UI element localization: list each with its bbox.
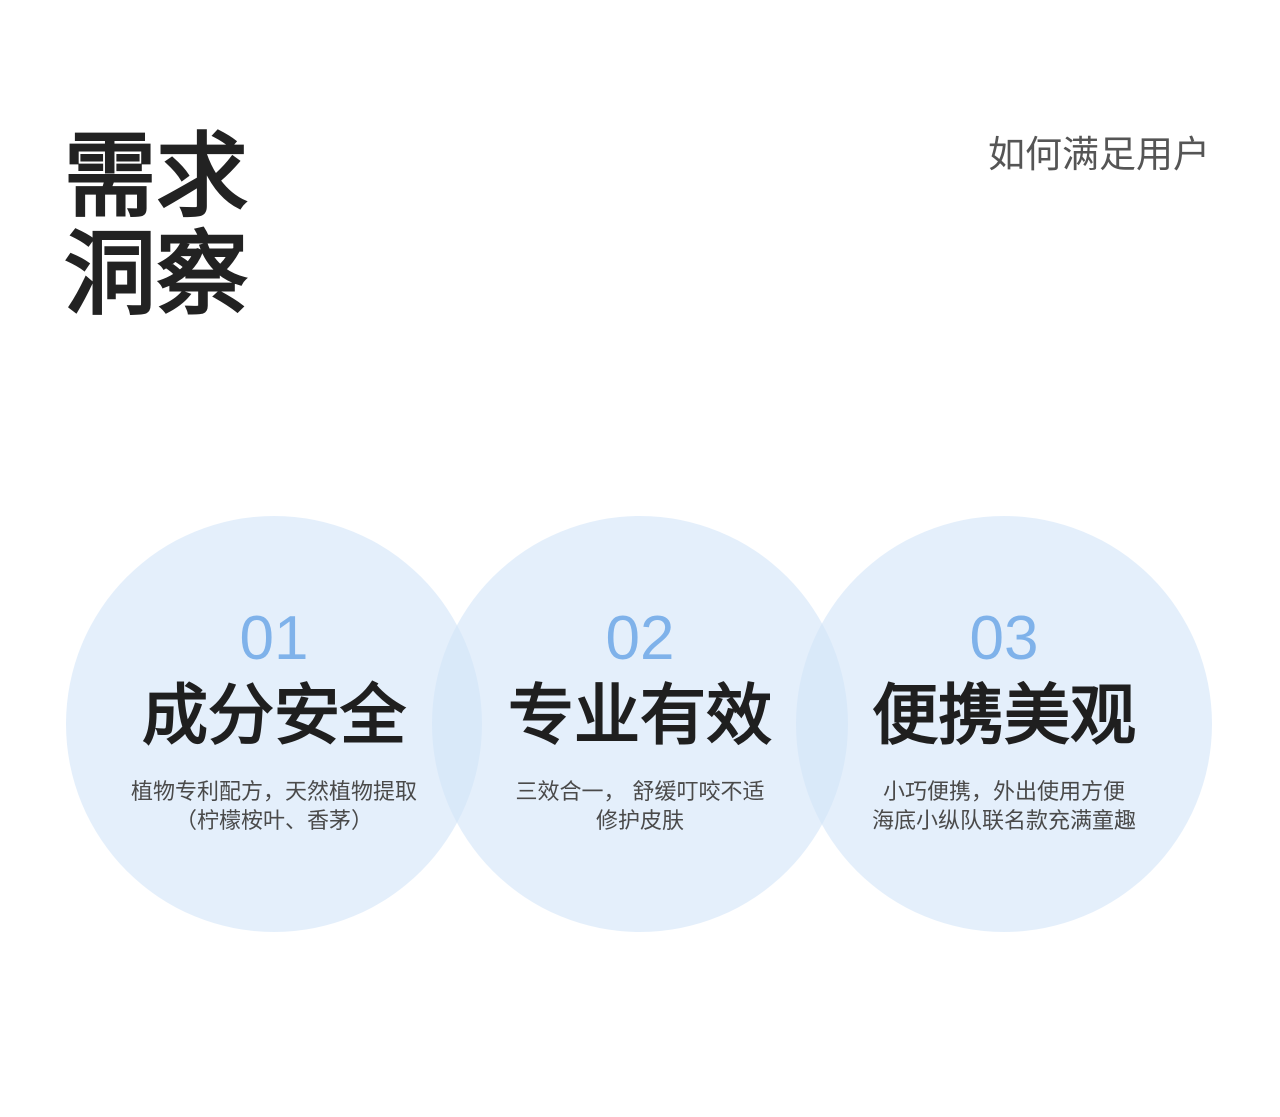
feature-card-ingredient-safety: 01 成分安全 植物专利配方，天然植物提取 （柠檬桉叶、香茅） [66, 516, 482, 932]
page-subtitle: 如何满足用户 [988, 133, 1210, 176]
card-description: 小巧便携，外出使用方便 海底小纵队联名款充满童趣 [796, 778, 1212, 836]
card-number: 01 [239, 604, 309, 673]
card-number: 03 [969, 604, 1039, 673]
card-number: 02 [605, 604, 675, 673]
circle-background-1 [66, 516, 482, 932]
card-description-line: （柠檬桉叶、香茅） [174, 809, 373, 834]
page-title-line-2: 洞察 [64, 221, 249, 328]
card-title: 成分安全 [142, 677, 406, 754]
circle-background-3 [796, 516, 1212, 932]
card-description-line: 海底小纵队联名款充满童趣 [871, 809, 1136, 834]
card-description-line: 修护皮肤 [595, 809, 684, 834]
circle-background-2 [432, 516, 848, 932]
card-description: 植物专利配方，天然植物提取 （柠檬桉叶、香茅） [66, 778, 482, 836]
card-title: 专业有效 [508, 677, 772, 754]
card-description-line: 植物专利配方，天然植物提取 [130, 780, 417, 805]
card-description: 三效合一， 舒缓叮咬不适 修护皮肤 [432, 778, 848, 836]
page-title-line-1: 需求 [64, 123, 249, 230]
card-description-line: 小巧便携，外出使用方便 [882, 780, 1125, 805]
feature-card-portable-attractive: 03 便携美观 小巧便携，外出使用方便 海底小纵队联名款充满童趣 [796, 516, 1212, 932]
page-title: 需求 洞察 [64, 128, 248, 324]
card-title: 便携美观 [872, 677, 1136, 754]
feature-card-professional-effective: 02 专业有效 三效合一， 舒缓叮咬不适 修护皮肤 [432, 516, 848, 932]
card-description-line: 三效合一， 舒缓叮咬不适 [515, 780, 765, 805]
